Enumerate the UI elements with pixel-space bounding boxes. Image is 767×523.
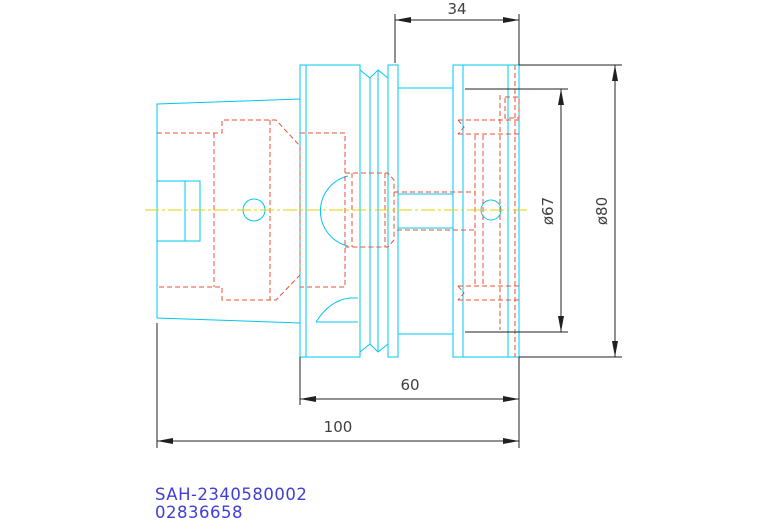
dim-100-label: 100 <box>324 418 353 436</box>
part-outline <box>156 64 520 358</box>
dim-60-label: 60 <box>400 376 419 394</box>
dim-80-label: ø80 <box>593 197 611 225</box>
part-code: 02836658 <box>155 503 243 522</box>
part-number: SAH-2340580002 <box>155 485 308 504</box>
dimension-lines <box>156 14 622 448</box>
hidden-lines <box>157 65 520 357</box>
dim-34-label: 34 <box>447 0 466 18</box>
dim-67-label: ø67 <box>539 197 557 225</box>
